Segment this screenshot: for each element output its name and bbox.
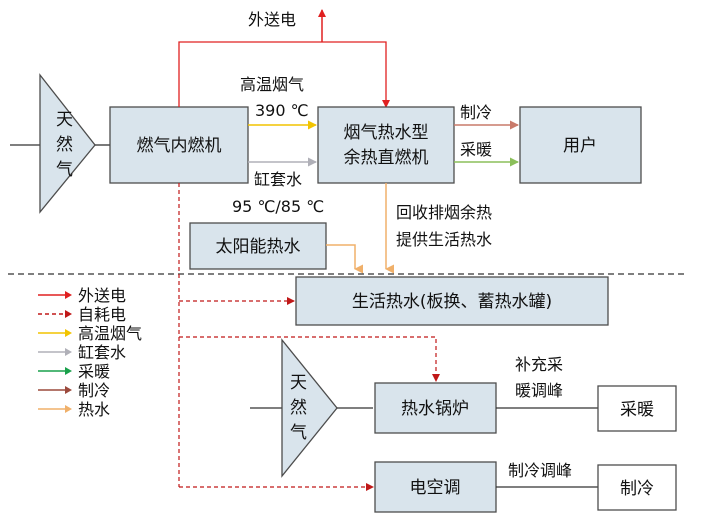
- export-power-loop: [178, 41, 390, 108]
- ac-label: 电空调: [410, 478, 461, 498]
- legend-arrowhead-1: [65, 310, 72, 318]
- peak-cooling-label: 制冷调峰: [508, 461, 572, 480]
- chiller-label-line1: 烟气热水型: [344, 123, 429, 143]
- boiler-label: 热水锅炉: [401, 399, 469, 419]
- solar-box: [189, 222, 327, 270]
- domestic-hot-water-box: [295, 276, 609, 326]
- legend-arrowhead-0: [65, 291, 72, 299]
- flue-gas-label: 高温烟气: [240, 75, 304, 94]
- gas-engine-label: 燃气内燃机: [137, 136, 222, 156]
- chiller-label-line2: 余热直燃机: [344, 148, 429, 168]
- user-box: [519, 106, 642, 184]
- legend-label-1: 自耗电: [78, 305, 126, 324]
- peak-heating-label-line2: 暖调峰: [515, 381, 563, 400]
- legend-label-2: 高温烟气: [78, 324, 142, 343]
- self-power-to-boiler: [179, 336, 440, 382]
- legend-arrowhead-3: [65, 348, 72, 356]
- jacket-temp-label: 95 ℃/85 ℃: [232, 197, 324, 216]
- solar-to-hot-water-arrow: [326, 244, 363, 274]
- cooling-box: [597, 464, 677, 511]
- cooling-box-label: 制冷: [620, 479, 654, 499]
- cooling-to-user-label: 制冷: [460, 103, 492, 122]
- legend-label-0: 外送电: [78, 286, 126, 305]
- gas-bottom-char-3: 气: [290, 423, 307, 443]
- solar-label: 太阳能热水: [216, 237, 301, 257]
- legend-label-4: 采暖: [78, 362, 110, 381]
- legend-label-5: 制冷: [78, 381, 110, 400]
- peak-heating-label-line1: 补充采: [515, 355, 563, 374]
- legend-label-6: 热水: [78, 400, 110, 419]
- gas-triangle-top: [39, 73, 96, 214]
- user-label: 用户: [563, 136, 597, 156]
- gas-bottom-char-1: 天: [290, 373, 307, 393]
- chiller-box: [317, 106, 455, 184]
- gas-engine-box: [109, 106, 249, 184]
- gas-top-char-2: 然: [56, 135, 73, 155]
- recover-label-line1: 回收排烟余热: [396, 203, 492, 222]
- export-power-label: 外送电: [248, 10, 296, 29]
- legend-arrowhead-6: [65, 405, 72, 413]
- heating-box-label: 采暖: [620, 400, 654, 420]
- heating-box: [597, 385, 677, 432]
- legend-arrowhead-4: [65, 367, 72, 375]
- gas-triangle-bottom: [281, 338, 338, 478]
- legend-arrowhead-2: [65, 329, 72, 337]
- gas-top-char-3: 气: [56, 160, 73, 180]
- gas-bottom-char-2: 然: [290, 398, 307, 418]
- legend-arrowhead-5: [65, 386, 72, 394]
- jacket-water-label: 缸套水: [254, 170, 302, 189]
- boiler-box: [374, 382, 497, 434]
- heating-to-user-label: 采暖: [460, 140, 492, 159]
- flue-temp-label: 390 ℃: [255, 101, 309, 120]
- gas-top-char-1: 天: [56, 110, 73, 130]
- domestic-hot-water-label: 生活热水(板换、蓄热水罐): [352, 292, 552, 312]
- recover-label-line2: 提供生活热水: [396, 230, 492, 249]
- legend-label-3: 缸套水: [78, 343, 126, 362]
- ac-box: [374, 461, 497, 513]
